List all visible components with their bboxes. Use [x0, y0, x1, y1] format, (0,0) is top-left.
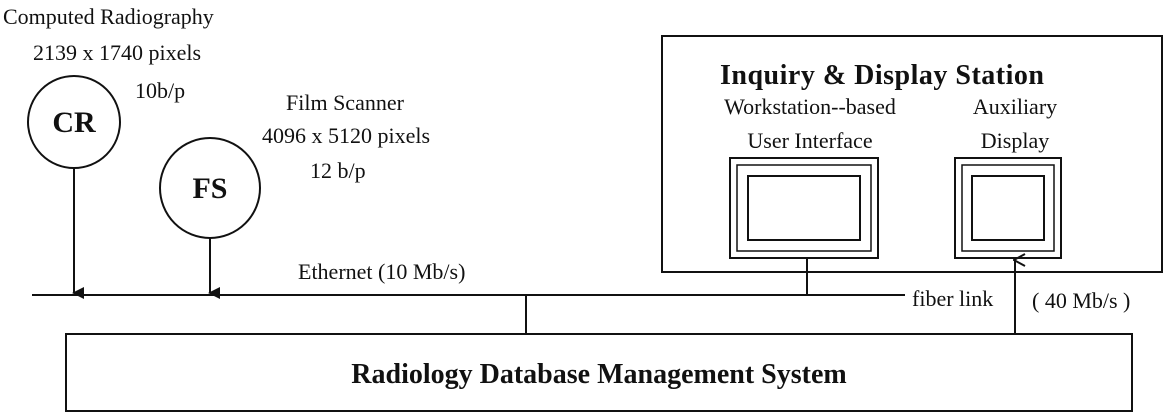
auxiliary-monitor-outer [954, 157, 1062, 259]
station-box [661, 35, 1163, 273]
fs-title: Film Scanner [286, 90, 404, 115]
workstation-monitor-inner [736, 164, 872, 252]
fs-bit-depth: 12 b/p [310, 158, 366, 183]
cr-device-label: CR [52, 106, 96, 139]
database-box [65, 333, 1133, 412]
ethernet-label: Ethernet (10 Mb/s) [298, 259, 466, 284]
station-title: Inquiry & Display Station [720, 60, 1045, 91]
workstation-monitor-screen [747, 175, 861, 241]
workstation-label-line1: Workstation--based [724, 94, 896, 119]
cr-title: Computed Radiography [3, 4, 214, 29]
workstation-label-line2: User Interface [747, 128, 873, 153]
cr-bit-depth: 10b/p [135, 78, 186, 103]
auxiliary-monitor-screen [971, 175, 1045, 241]
fs-resolution: 4096 x 5120 pixels [262, 123, 431, 148]
cr-resolution: 2139 x 1740 pixels [33, 40, 202, 65]
fs-device-label: FS [192, 172, 228, 205]
fiber-link-speed: ( 40 Mb/s ) [1032, 288, 1131, 313]
auxiliary-label-line1: Auxiliary [972, 94, 1058, 119]
workstation-monitor-outer [729, 157, 879, 259]
fiber-link-label: fiber link [912, 286, 994, 311]
database-label: Radiology Database Management System [351, 359, 847, 390]
auxiliary-label-line2: Display [980, 128, 1050, 153]
auxiliary-monitor-inner [961, 164, 1055, 252]
